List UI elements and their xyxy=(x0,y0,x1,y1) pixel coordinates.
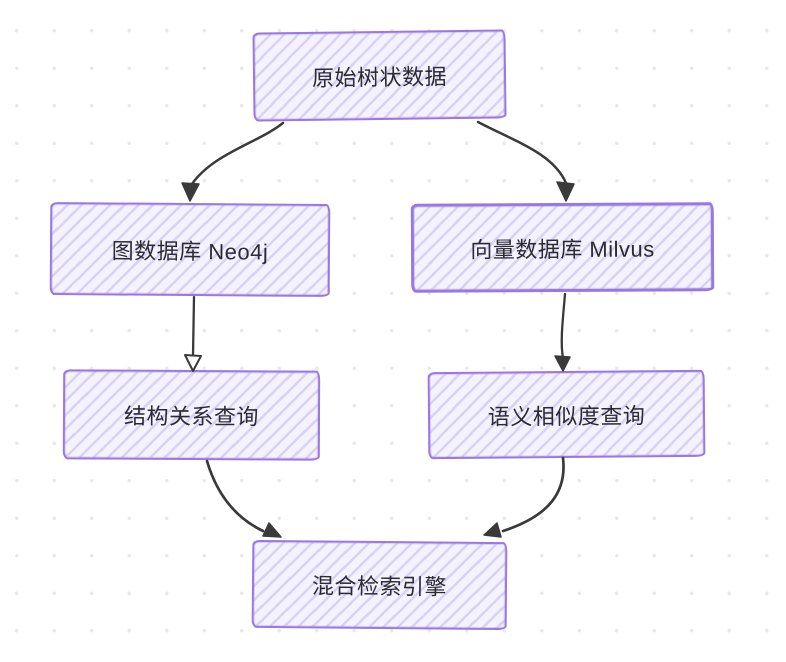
node-graph-db-neo4j: 图数据库 Neo4j xyxy=(49,202,331,297)
node-label: 语义相似度查询 xyxy=(487,402,646,430)
edge-vectordb-to-semantic-arrow xyxy=(554,292,571,372)
edge-root-to-vectordb-arrow xyxy=(476,120,575,202)
node-hybrid-engine: 混合检索引擎 xyxy=(251,539,508,631)
node-vector-db-milvus: 向量数据库 Milvus xyxy=(410,202,715,293)
node-semantic-query: 语义相似度查询 xyxy=(427,369,706,460)
edge-graphdb-to-struct-arrow xyxy=(184,295,202,372)
node-root-tree-data: 原始树状数据 xyxy=(252,29,507,122)
node-label: 原始树状数据 xyxy=(311,63,448,91)
node-label: 混合检索引擎 xyxy=(311,573,448,600)
node-label: 结构关系查询 xyxy=(123,403,260,430)
edge-root-to-graphdb-arrow xyxy=(181,121,285,202)
edge-semantic-to-hybrid-arrow xyxy=(483,456,565,538)
edge-struct-to-hybrid-arrow xyxy=(205,459,282,538)
node-structural-query: 结构关系查询 xyxy=(62,369,321,461)
node-label: 向量数据库 Milvus xyxy=(470,236,655,262)
node-label: 图数据库 Neo4j xyxy=(111,237,269,265)
